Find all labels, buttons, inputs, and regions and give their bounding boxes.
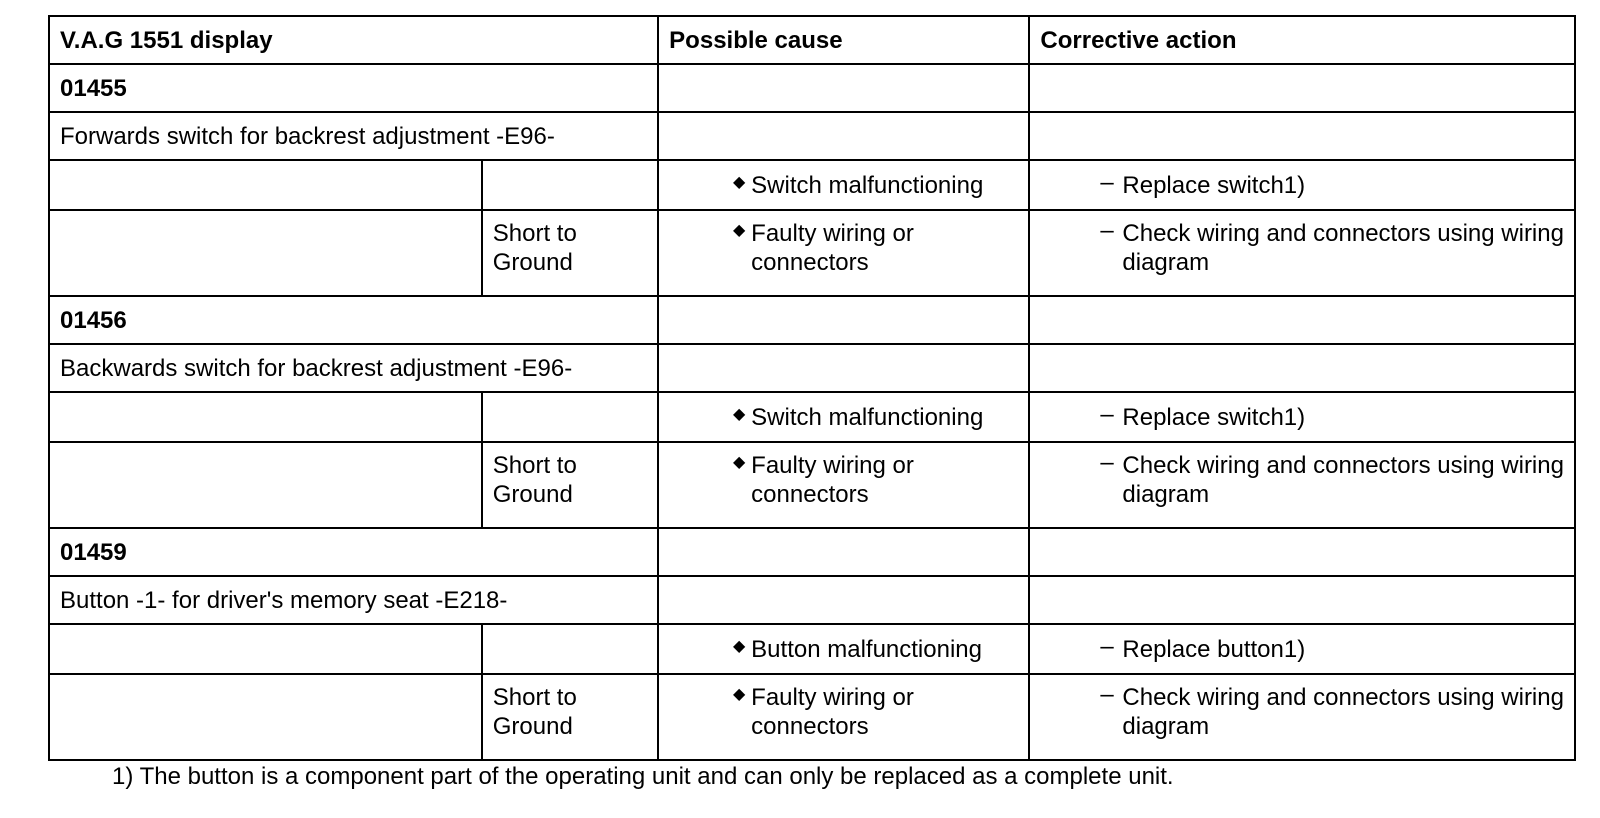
empty-cell [1028, 527, 1576, 577]
component-name: Button -1- for driver's memory seat -E21… [47, 575, 660, 625]
condition-cell: Short to Ground [480, 441, 660, 529]
diamond-bullet-icon: ◆ [733, 405, 746, 423]
cause-text: Switch malfunctioning [751, 403, 984, 431]
group-code-row: 01456 [47, 295, 1576, 345]
dash-bullet-icon: – [1100, 217, 1114, 244]
empty-cell [48, 159, 483, 211]
dash-bullet-icon: – [1100, 632, 1114, 660]
group-code-row: 01455 [47, 63, 1576, 113]
condition-cell [480, 391, 660, 443]
empty-cell [48, 391, 483, 443]
header-action: Corrective action [1028, 15, 1576, 65]
empty-cell [657, 527, 1031, 577]
action-cell: –Check wiring and connectors using wirin… [1028, 209, 1576, 297]
table-row: ◆ Switch malfunctioning –Replace switch1) [48, 391, 1576, 443]
fault-code: 01455 [47, 63, 660, 113]
diamond-bullet-icon: ◆ [733, 222, 746, 239]
action-cell: –Replace switch1) [1028, 391, 1576, 443]
fault-code: 01456 [47, 295, 660, 345]
action-cell: –Check wiring and connectors using wirin… [1028, 673, 1576, 761]
action-text: Replace switch1) [1122, 403, 1306, 431]
action-cell: –Check wiring and connectors using wirin… [1028, 441, 1576, 529]
table-row: ◆ Button malfunctioning –Replace button1) [48, 623, 1576, 675]
table-row: Short to Ground ◆ Faulty wiring or connec… [48, 673, 1576, 761]
empty-cell [48, 209, 483, 297]
empty-cell [1028, 575, 1576, 625]
group-component-row: Forwards switch for backrest adjustment … [47, 111, 1576, 161]
cause-text: Button malfunctioning [751, 635, 982, 663]
group-code-row: 01459 [47, 527, 1576, 577]
group-component-row: Backwards switch for backrest adjustment… [47, 343, 1576, 393]
component-name: Forwards switch for backrest adjustment … [47, 111, 660, 161]
table-row: ◆ Switch malfunctioning –Replace switch1) [48, 159, 1576, 211]
condition-cell: Short to Ground [480, 673, 660, 761]
cause-cell: ◆ Button malfunctioning [657, 623, 1031, 675]
diamond-bullet-icon: ◆ [733, 173, 746, 191]
cause-text: Faulty wiring or connectors [751, 452, 914, 508]
footnote: 1) The button is a component part of the… [112, 763, 1174, 790]
condition-cell [480, 159, 660, 211]
action-text: Check wiring and connectors using wiring… [1122, 220, 1564, 276]
dash-bullet-icon: – [1100, 449, 1114, 476]
dash-bullet-icon: – [1100, 400, 1114, 428]
empty-cell [657, 343, 1031, 393]
cause-text: Faulty wiring or connectors [751, 220, 914, 276]
action-text: Check wiring and connectors using wiring… [1122, 684, 1564, 740]
component-name: Backwards switch for backrest adjustment… [47, 343, 660, 393]
diamond-bullet-icon: ◆ [733, 454, 746, 471]
diamond-bullet-icon: ◆ [733, 637, 746, 655]
header-cause: Possible cause [657, 15, 1031, 65]
condition-cell: Short to Ground [480, 209, 660, 297]
condition-text: Short to Ground [492, 220, 577, 276]
cause-cell: ◆ Faulty wiring or connectors [657, 441, 1031, 529]
cause-text: Faulty wiring or connectors [751, 684, 914, 740]
action-text: Replace switch1) [1122, 171, 1306, 199]
empty-cell [48, 623, 483, 675]
diamond-bullet-icon: ◆ [733, 686, 746, 703]
empty-cell [657, 295, 1031, 345]
table-row: Short to Ground ◆ Faulty wiring or connec… [48, 441, 1576, 529]
condition-text: Short to Ground [492, 684, 577, 740]
dash-bullet-icon: – [1100, 681, 1114, 708]
empty-cell [1028, 295, 1576, 345]
cause-cell: ◆ Switch malfunctioning [657, 159, 1031, 211]
cause-cell: ◆ Faulty wiring or connectors [657, 209, 1031, 297]
empty-cell [657, 63, 1031, 113]
action-text: Replace button1) [1122, 635, 1306, 663]
action-text: Check wiring and connectors using wiring… [1122, 452, 1564, 508]
condition-text: Short to Ground [492, 452, 577, 508]
empty-cell [1028, 343, 1576, 393]
dash-bullet-icon: – [1100, 168, 1114, 196]
empty-cell [48, 673, 483, 761]
empty-cell [1028, 63, 1576, 113]
action-cell: –Replace switch1) [1028, 159, 1576, 211]
group-component-row: Button -1- for driver's memory seat -E21… [47, 575, 1576, 625]
cause-cell: ◆ Switch malfunctioning [657, 391, 1031, 443]
header-display: V.A.G 1551 display [47, 15, 660, 65]
cause-cell: ◆ Faulty wiring or connectors [657, 673, 1031, 761]
table-row: Short to Ground ◆ Faulty wiring or connec… [48, 209, 1576, 297]
empty-cell [48, 441, 483, 529]
fault-code: 01459 [47, 527, 660, 577]
empty-cell [657, 111, 1031, 161]
condition-cell [480, 623, 660, 675]
empty-cell [657, 575, 1031, 625]
action-cell: –Replace button1) [1028, 623, 1576, 675]
empty-cell [1028, 111, 1576, 161]
cause-text: Switch malfunctioning [751, 171, 984, 199]
diagnostic-table: V.A.G 1551 display Possible cause Correc… [47, 15, 1576, 761]
header-row: V.A.G 1551 display Possible cause Correc… [47, 15, 1576, 65]
